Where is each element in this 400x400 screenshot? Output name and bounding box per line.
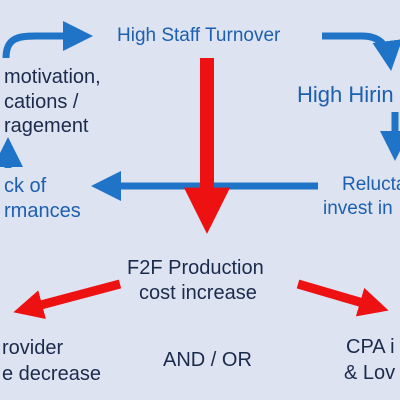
node-provider-line2: e decrease bbox=[2, 363, 101, 385]
node-f2f-line1: F2F Production bbox=[127, 257, 264, 279]
node-cpa-line1: CPA i bbox=[346, 336, 395, 358]
arrow-turnover-to-hiring bbox=[322, 32, 400, 71]
node-high-hiring: High Hirin bbox=[297, 82, 394, 107]
node-lack-line2: rmances bbox=[4, 200, 81, 222]
node-reluctance-line2: invest in bbox=[323, 198, 393, 219]
node-high-staff-turnover: High Staff Turnover bbox=[117, 25, 281, 46]
node-and-or: AND / OR bbox=[163, 349, 252, 371]
node-demotivation-line2: cations / bbox=[4, 91, 79, 113]
node-provider-line1: rovider bbox=[2, 337, 64, 359]
arrow-demotivation-to-turnover bbox=[2, 20, 94, 59]
node-demotivation-line1: motivation, bbox=[4, 66, 101, 88]
node-lack-line1: ck of bbox=[4, 175, 47, 197]
node-f2f-line2: cost increase bbox=[139, 282, 257, 304]
node-reluctance-line1: Relucta bbox=[342, 174, 400, 195]
node-demotivation-line3: ragement bbox=[4, 115, 89, 137]
node-cpa-line2: & Lov bbox=[344, 362, 396, 384]
arrow-f2f-to-provider bbox=[13, 279, 122, 320]
arrow-f2f-to-cpa bbox=[296, 279, 389, 317]
